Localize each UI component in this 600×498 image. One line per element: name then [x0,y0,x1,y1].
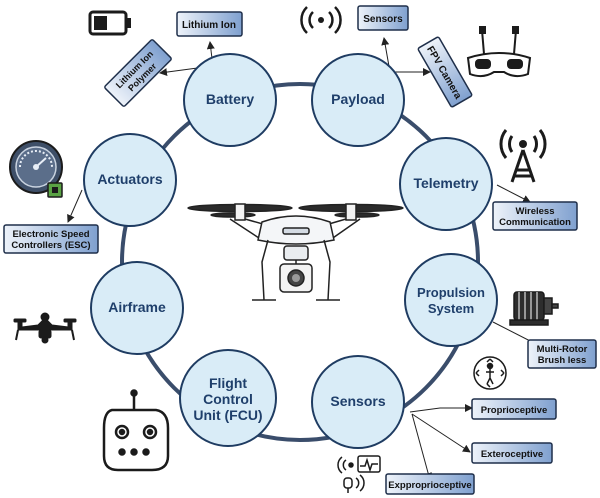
node-label-fcu-line3: Unit (FCU) [193,407,262,423]
box-exteroceptive: Exteroceptive [471,442,553,464]
box-lithium-ion: Lithium Ion [176,11,243,37]
node-label-actuators: Actuators [97,171,163,187]
box-multi-rotor: Multi-Rotor Brush less [527,339,597,369]
node-label-fcu-line1: Flight [209,375,247,391]
node-label-propulsion-line1: Propulsion [417,285,485,300]
battery-icon [88,10,131,36]
drone-silhouette-icon [13,312,77,344]
arrow-sensors-expproprioceptive [411,413,433,481]
arrow-sensors-exteroceptive [411,413,471,453]
person-movement-icon [473,356,507,390]
node-propulsion-system: Propulsion System [404,253,498,347]
arrow-sensors-proprioceptive [409,404,473,413]
vr-goggles-icon [466,26,532,78]
node-label-propulsion-line2: System [428,301,474,316]
node-battery: Battery [183,53,277,147]
node-airframe: Airframe [90,261,184,355]
node-sensors: Sensors [311,355,405,449]
box-label-multirotor-line2: Brush less [538,355,587,366]
node-label-telemetry: Telemetry [413,175,478,191]
box-label-wireless-line2: Communication [499,217,571,228]
box-label-payload-sensors: Sensors [363,14,403,25]
node-label-fcu-line2: Control [203,391,253,407]
box-proprioceptive: Proprioceptive [471,398,557,420]
box-label-esc-line1: Electronic Speed [12,229,89,240]
arrow-actuators-esc [67,189,83,223]
node-label-airframe: Airframe [108,299,166,315]
connector-arrows [67,37,541,481]
box-label-multirotor-line1: Multi-Rotor [537,344,588,355]
box-expproprioceptive: Expproprioceptive [385,473,475,495]
box-label-lithium-ion: Lithium Ion [182,20,236,31]
box-label-proprioceptive: Proprioceptive [481,405,548,416]
node-label-payload: Payload [331,91,385,107]
wireless-signal-icon [300,6,342,34]
motor-icon [509,291,559,326]
box-wireless-communication: Wireless Communication [492,201,578,231]
box-label-exteroceptive: Exteroceptive [481,449,543,460]
sensor-symbols-icon [337,455,381,493]
speed-gauge-icon [9,140,63,198]
node-flight-control-unit: Flight Control Unit (FCU) [179,349,277,447]
box-label-wireless-line1: Wireless [516,206,555,217]
box-payload-sensors: Sensors [357,5,409,31]
box-label-expproprioceptive: Expproprioceptive [388,480,471,491]
box-esc: Electronic Speed Controllers (ESC) [3,224,99,254]
radio-controller-icon [102,389,170,472]
node-label-battery: Battery [206,91,254,107]
arrow-telemetry-wireless [496,184,531,203]
node-actuators: Actuators [83,133,177,227]
node-label-sensors: Sensors [330,393,385,409]
box-label-esc-line2: Controllers (ESC) [11,240,90,251]
quadcopter-drone-icon [187,203,404,301]
node-telemetry: Telemetry [399,137,493,231]
antenna-tower-icon [499,129,547,183]
node-payload: Payload [311,53,405,147]
